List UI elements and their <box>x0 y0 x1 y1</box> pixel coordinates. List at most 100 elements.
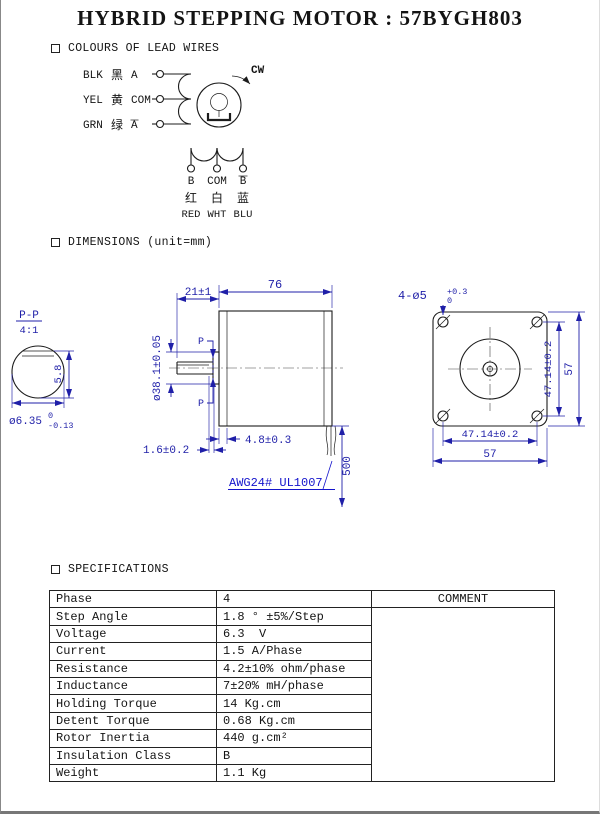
wire3-tap-label: A <box>131 120 138 132</box>
section-markers <box>207 340 216 404</box>
tap3-cn-label: 蓝 <box>237 191 249 206</box>
flat-offset-label: 1.6±0.2 <box>143 445 189 457</box>
table-row: Inductance 7±20% mH/phase <box>49 676 555 696</box>
wire-length-label: 500 <box>342 456 354 476</box>
boss-depth-dim <box>206 428 240 444</box>
phase-a-leads <box>152 69 192 129</box>
shaft-dia-tol-dn: -0.13 <box>48 421 74 431</box>
holes-label: 4-ø5 <box>398 289 427 303</box>
table-row: Current 1.5 A/Phase <box>49 642 555 661</box>
spec-param: Current <box>49 642 217 661</box>
spec-param: Inductance <box>49 676 217 696</box>
cw-arrow-icon <box>231 75 251 85</box>
tap2-cn-label: 白 <box>211 190 223 206</box>
dimension-drawing: P-P 4:1 5.8 ø6.35 0 -0.13 <box>9 278 585 507</box>
shaft-dia-tol-up: 0 <box>48 411 53 421</box>
detail-label: P-P <box>19 310 39 322</box>
section-p-top-label: P <box>198 337 204 348</box>
spec-param: Rotor Inertia <box>49 729 217 748</box>
wire3-color-label: GRN <box>83 120 103 132</box>
wire1-color-label: BLK <box>83 70 103 82</box>
body-length-label: 76 <box>268 278 282 292</box>
shaft-dia-dim <box>11 374 65 408</box>
wire-spec-leader <box>228 460 335 490</box>
boss-dia-dim <box>166 339 212 397</box>
spec-param: Phase <box>49 589 217 609</box>
side-v-label: 57 <box>564 362 576 375</box>
wire1-cn-label: 黑 <box>111 68 123 83</box>
shaft-dia-label: ø6.35 <box>9 416 42 428</box>
holes-tol-dn: 0 <box>447 296 452 306</box>
table-row: Detent Torque 0.68 Kg.cm <box>49 711 555 731</box>
spec-param: Step Angle <box>49 607 217 626</box>
checkbox-icon <box>51 565 60 574</box>
flat-offset-dim <box>197 376 226 453</box>
spec-value: 4 <box>216 589 372 609</box>
holes-tol-up: +0.3 <box>447 287 467 297</box>
motor-symbol <box>196 82 242 128</box>
side-h-dim <box>432 428 548 467</box>
table-row: Phase 4 COMMENT <box>49 589 555 609</box>
side-v-dim <box>548 311 585 427</box>
spec-param: Voltage <box>49 624 217 644</box>
dimensions-heading: DIMENSIONS (unit=mm) <box>68 236 213 249</box>
table-row: Insulation Class B <box>49 746 555 765</box>
comment-cell <box>371 607 555 783</box>
tap3-label: B <box>240 176 247 188</box>
tap2-color-label: WHT <box>208 209 227 221</box>
flat-height-dim <box>40 350 74 399</box>
boss-depth-label: 4.8±0.3 <box>245 435 291 447</box>
section-dimensions: DIMENSIONS (unit=mm) <box>51 236 212 249</box>
spec-value: 440 g.cm² <box>216 729 372 748</box>
wire2-color-label: YEL <box>83 95 103 107</box>
section-specifications: SPECIFICATIONS <box>51 563 169 576</box>
spec-value: 7±20% mH/phase <box>216 676 372 696</box>
hole-span-v-label: 47.14±0.2 <box>543 341 555 398</box>
spec-param: Holding Torque <box>49 694 217 713</box>
spec-value: 6.3 V <box>216 624 372 644</box>
spec-value: 0.68 Kg.cm <box>216 711 372 731</box>
checkbox-icon <box>51 238 60 247</box>
table-row: Rotor Inertia 440 g.cm² <box>49 729 555 748</box>
checkbox-icon <box>51 44 60 53</box>
page-title: HYBRID STEPPING MOTOR : 57BYGH803 <box>77 6 523 30</box>
tap1-label: B <box>188 176 195 188</box>
wire3-cn-label: 绿 <box>111 117 123 133</box>
lead-wires-diagram: BLK 黑 A YEL 黄 COM GRN 绿 A <box>83 65 265 221</box>
section-lead-wires: COLOURS OF LEAD WIRES <box>51 42 219 55</box>
spec-value: 4.2±10% ohm/phase <box>216 659 372 678</box>
hole-span-h-dim <box>442 422 538 446</box>
wire-length-dim <box>332 425 349 507</box>
section-p-bottom-label: P <box>198 399 204 410</box>
detail-scale: 4:1 <box>20 325 39 337</box>
specifications-heading: SPECIFICATIONS <box>68 563 169 576</box>
spec-table: Phase 4 COMMENT Step Angle 1.8 ° ±5%/Ste… <box>49 589 555 783</box>
spec-value: 1.8 ° ±5%/Step <box>216 607 372 626</box>
lead-wires-heading: COLOURS OF LEAD WIRES <box>68 42 220 55</box>
tap1-cn-label: 红 <box>185 190 197 206</box>
table-row: Weight 1.1 Kg <box>49 763 555 783</box>
comment-header: COMMENT <box>371 589 555 609</box>
table-row: Step Angle 1.8 ° ±5%/Step <box>49 607 555 783</box>
spec-param: Detent Torque <box>49 711 217 731</box>
wire2-cn-label: 黄 <box>111 93 123 108</box>
spec-param: Weight <box>49 763 217 783</box>
spec-param: Insulation Class <box>49 746 217 765</box>
spec-param: Resistance <box>49 659 217 678</box>
shaft-length-dim <box>176 293 219 358</box>
spec-value: B <box>216 746 372 765</box>
hole-span-h-label: 47.14±0.2 <box>462 429 519 441</box>
phase-b-winding <box>186 147 248 173</box>
hole-span-v-dim <box>543 321 565 417</box>
shaft-section-detail <box>11 345 65 399</box>
boss-dia-label: ø38.1±0.05 <box>152 335 164 401</box>
shaft-length-label: 21±1 <box>185 287 212 299</box>
tap3-color-label: BLU <box>234 209 253 221</box>
tap1-color-label: RED <box>182 209 201 221</box>
motor-side-view <box>169 310 343 427</box>
spec-value: 14 Kg.cm <box>216 694 372 713</box>
wire2-tap-label: COM <box>131 95 151 107</box>
lead-wire-bundle <box>325 425 337 456</box>
flat-height-label: 5.8 <box>53 365 65 384</box>
